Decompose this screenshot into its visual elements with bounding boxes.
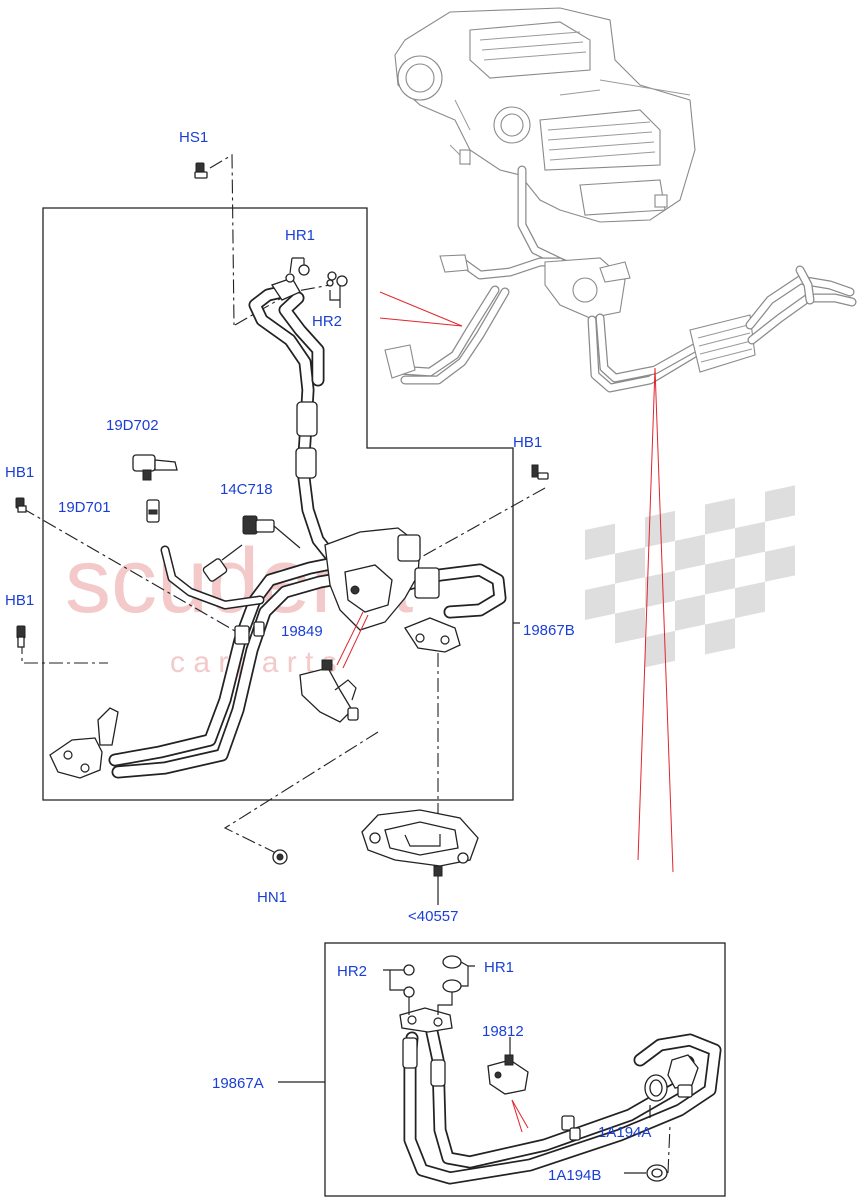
label-hb1-left-lower: HB1 — [5, 592, 34, 609]
cover-plate-40557 — [361, 809, 479, 877]
assembly-frame-19867b — [42, 207, 514, 801]
label-19812: 19812 — [482, 1023, 524, 1040]
fastener-hb1-upper-right — [531, 464, 549, 480]
sensor-19849 — [299, 659, 359, 723]
o-rings-hr2-top — [326, 271, 348, 287]
pipe-end-flange — [49, 737, 103, 779]
pipe-sleeve-lower — [295, 447, 317, 479]
outlet-flange — [404, 617, 461, 653]
part-labels: HS1 HR1 HR2 19D702 HB1 HB1 19D701 14C718… — [5, 129, 651, 1184]
sensor-19d701 — [146, 499, 160, 523]
fastener-hb1-left-lower — [16, 625, 26, 648]
label-40557: <40557 — [408, 908, 458, 925]
pipe-end-fitting — [667, 1054, 699, 1089]
seal-1a194b — [646, 1164, 668, 1182]
fastener-hn1 — [272, 849, 288, 865]
label-hr1-top: HR1 — [285, 227, 315, 244]
label-1a194b: 1A194B — [548, 1167, 601, 1184]
label-14c718: 14C718 — [220, 481, 273, 498]
label-leaders-top — [289, 257, 341, 308]
label-hn1: HN1 — [257, 889, 287, 906]
fastener-hs1 — [194, 162, 208, 179]
pipe-clip-left — [234, 625, 250, 645]
label-hr1-bottom: HR1 — [484, 959, 514, 976]
label-leaders-bottom — [278, 622, 671, 1174]
watermark-checker-flag — [585, 485, 795, 668]
red-leader-lines-lower — [511, 1099, 529, 1133]
pipe-clip-b — [569, 1127, 581, 1141]
seal-1a194a — [644, 1074, 668, 1102]
label-1a194a: 1A194A — [598, 1124, 651, 1141]
bracket-19812 — [487, 1054, 529, 1095]
o-rings-hr2-bottom — [403, 964, 415, 998]
sensor-19d702 — [132, 454, 178, 481]
o-rings-hr1-bottom — [442, 955, 462, 993]
pipe-sleeve-a — [402, 1037, 418, 1069]
fastener-hb1-left-upper — [15, 497, 27, 513]
hvac-unit-context-illustration — [384, 7, 857, 393]
label-hr2-top: HR2 — [312, 313, 342, 330]
pipe-assembly-19867b — [49, 277, 507, 779]
label-19867b: 19867B — [523, 622, 575, 639]
pipe-clip-a — [561, 1115, 575, 1131]
pipe-end-bracket — [97, 707, 119, 746]
label-19867a: 19867A — [212, 1075, 264, 1092]
red-leader-lines-context — [379, 291, 674, 873]
label-hb1-upper-right: HB1 — [513, 434, 542, 451]
pipe-assembly-19867a — [399, 1007, 722, 1185]
label-19d701: 19D701 — [58, 499, 111, 516]
top-connector-block — [270, 277, 301, 301]
pipe-sleeve-b — [430, 1059, 446, 1087]
dash-dot-connectors — [21, 154, 546, 856]
pipe-sleeve-upper — [296, 401, 318, 437]
assembly-frame-19867a — [324, 942, 726, 1197]
o-rings-hr1-top — [285, 264, 310, 283]
pipe-clip-right — [253, 621, 265, 637]
sensor-14c718 — [242, 515, 301, 549]
expansion-valve-assembly — [324, 527, 461, 653]
fitting-near-sensor — [202, 544, 243, 582]
label-hr2-bottom: HR2 — [337, 963, 367, 980]
label-19849: 19849 — [281, 623, 323, 640]
red-leader-lines-valve — [336, 611, 369, 669]
label-19d702: 19D702 — [106, 417, 159, 434]
label-hs1: HS1 — [179, 129, 208, 146]
label-hb1-left-upper: HB1 — [5, 464, 34, 481]
